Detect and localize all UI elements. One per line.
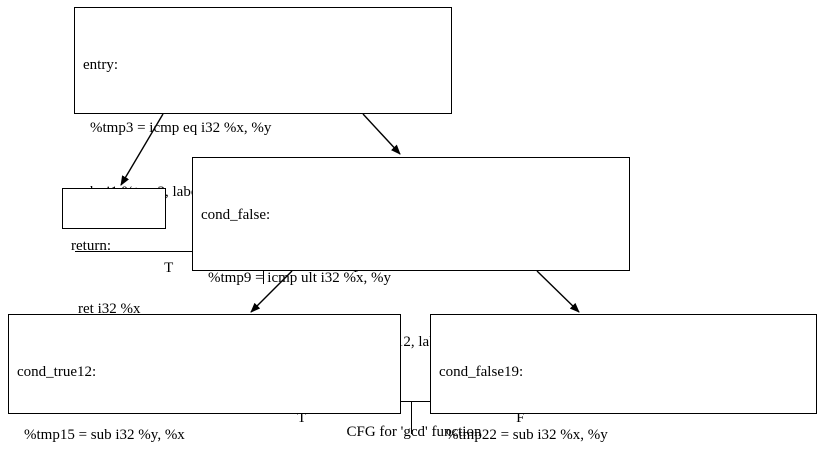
node-entry-label: entry: [83, 56, 118, 73]
node-cond-false19[interactable]: cond_false19: %tmp22 = sub i32 %x, %y %t… [430, 314, 817, 443]
node-return-label: return: [71, 237, 111, 254]
graph-caption: CFG for 'gcd' function [346, 424, 482, 440]
node-return[interactable]: return: ret i32 %x [62, 188, 166, 317]
node-entry-statement-0: %tmp3 = icmp eq i32 %x, %y [90, 120, 272, 137]
node-cond-false19-body: cond_false19: %tmp22 = sub i32 %x, %y %t… [431, 315, 816, 452]
node-cond-false19-statement-0: %tmp22 = sub i32 %x, %y [446, 427, 608, 444]
node-cond-false19-label: cond_false19: [439, 363, 524, 380]
node-cond-true12-statement-0: %tmp15 = sub i32 %y, %x [24, 427, 185, 444]
node-return-statement-0: ret i32 %x [78, 301, 141, 318]
node-cond-false-port-true[interactable]: T [193, 402, 412, 435]
node-cond-true12-label: cond_true12: [17, 363, 97, 380]
node-cond-false-statement-0: %tmp9 = icmp ult i32 %x, %y [208, 270, 392, 287]
node-cond-true12[interactable]: cond_true12: %tmp15 = sub i32 %y, %x %tm… [8, 314, 401, 443]
node-cond-false-port-false[interactable]: F [516, 409, 525, 426]
node-entry[interactable]: entry: %tmp3 = icmp eq i32 %x, %y br i1 … [74, 7, 452, 285]
node-return-body: return: ret i32 %x [63, 189, 165, 368]
node-cond-false[interactable]: cond_false: %tmp9 = icmp ult i32 %x, %y … [192, 157, 630, 435]
node-cond-false-label: cond_false: [201, 206, 271, 223]
node-cond-true12-body: cond_true12: %tmp15 = sub i32 %y, %x %tm… [9, 315, 400, 452]
node-cond-false-ports: T F [193, 401, 629, 435]
